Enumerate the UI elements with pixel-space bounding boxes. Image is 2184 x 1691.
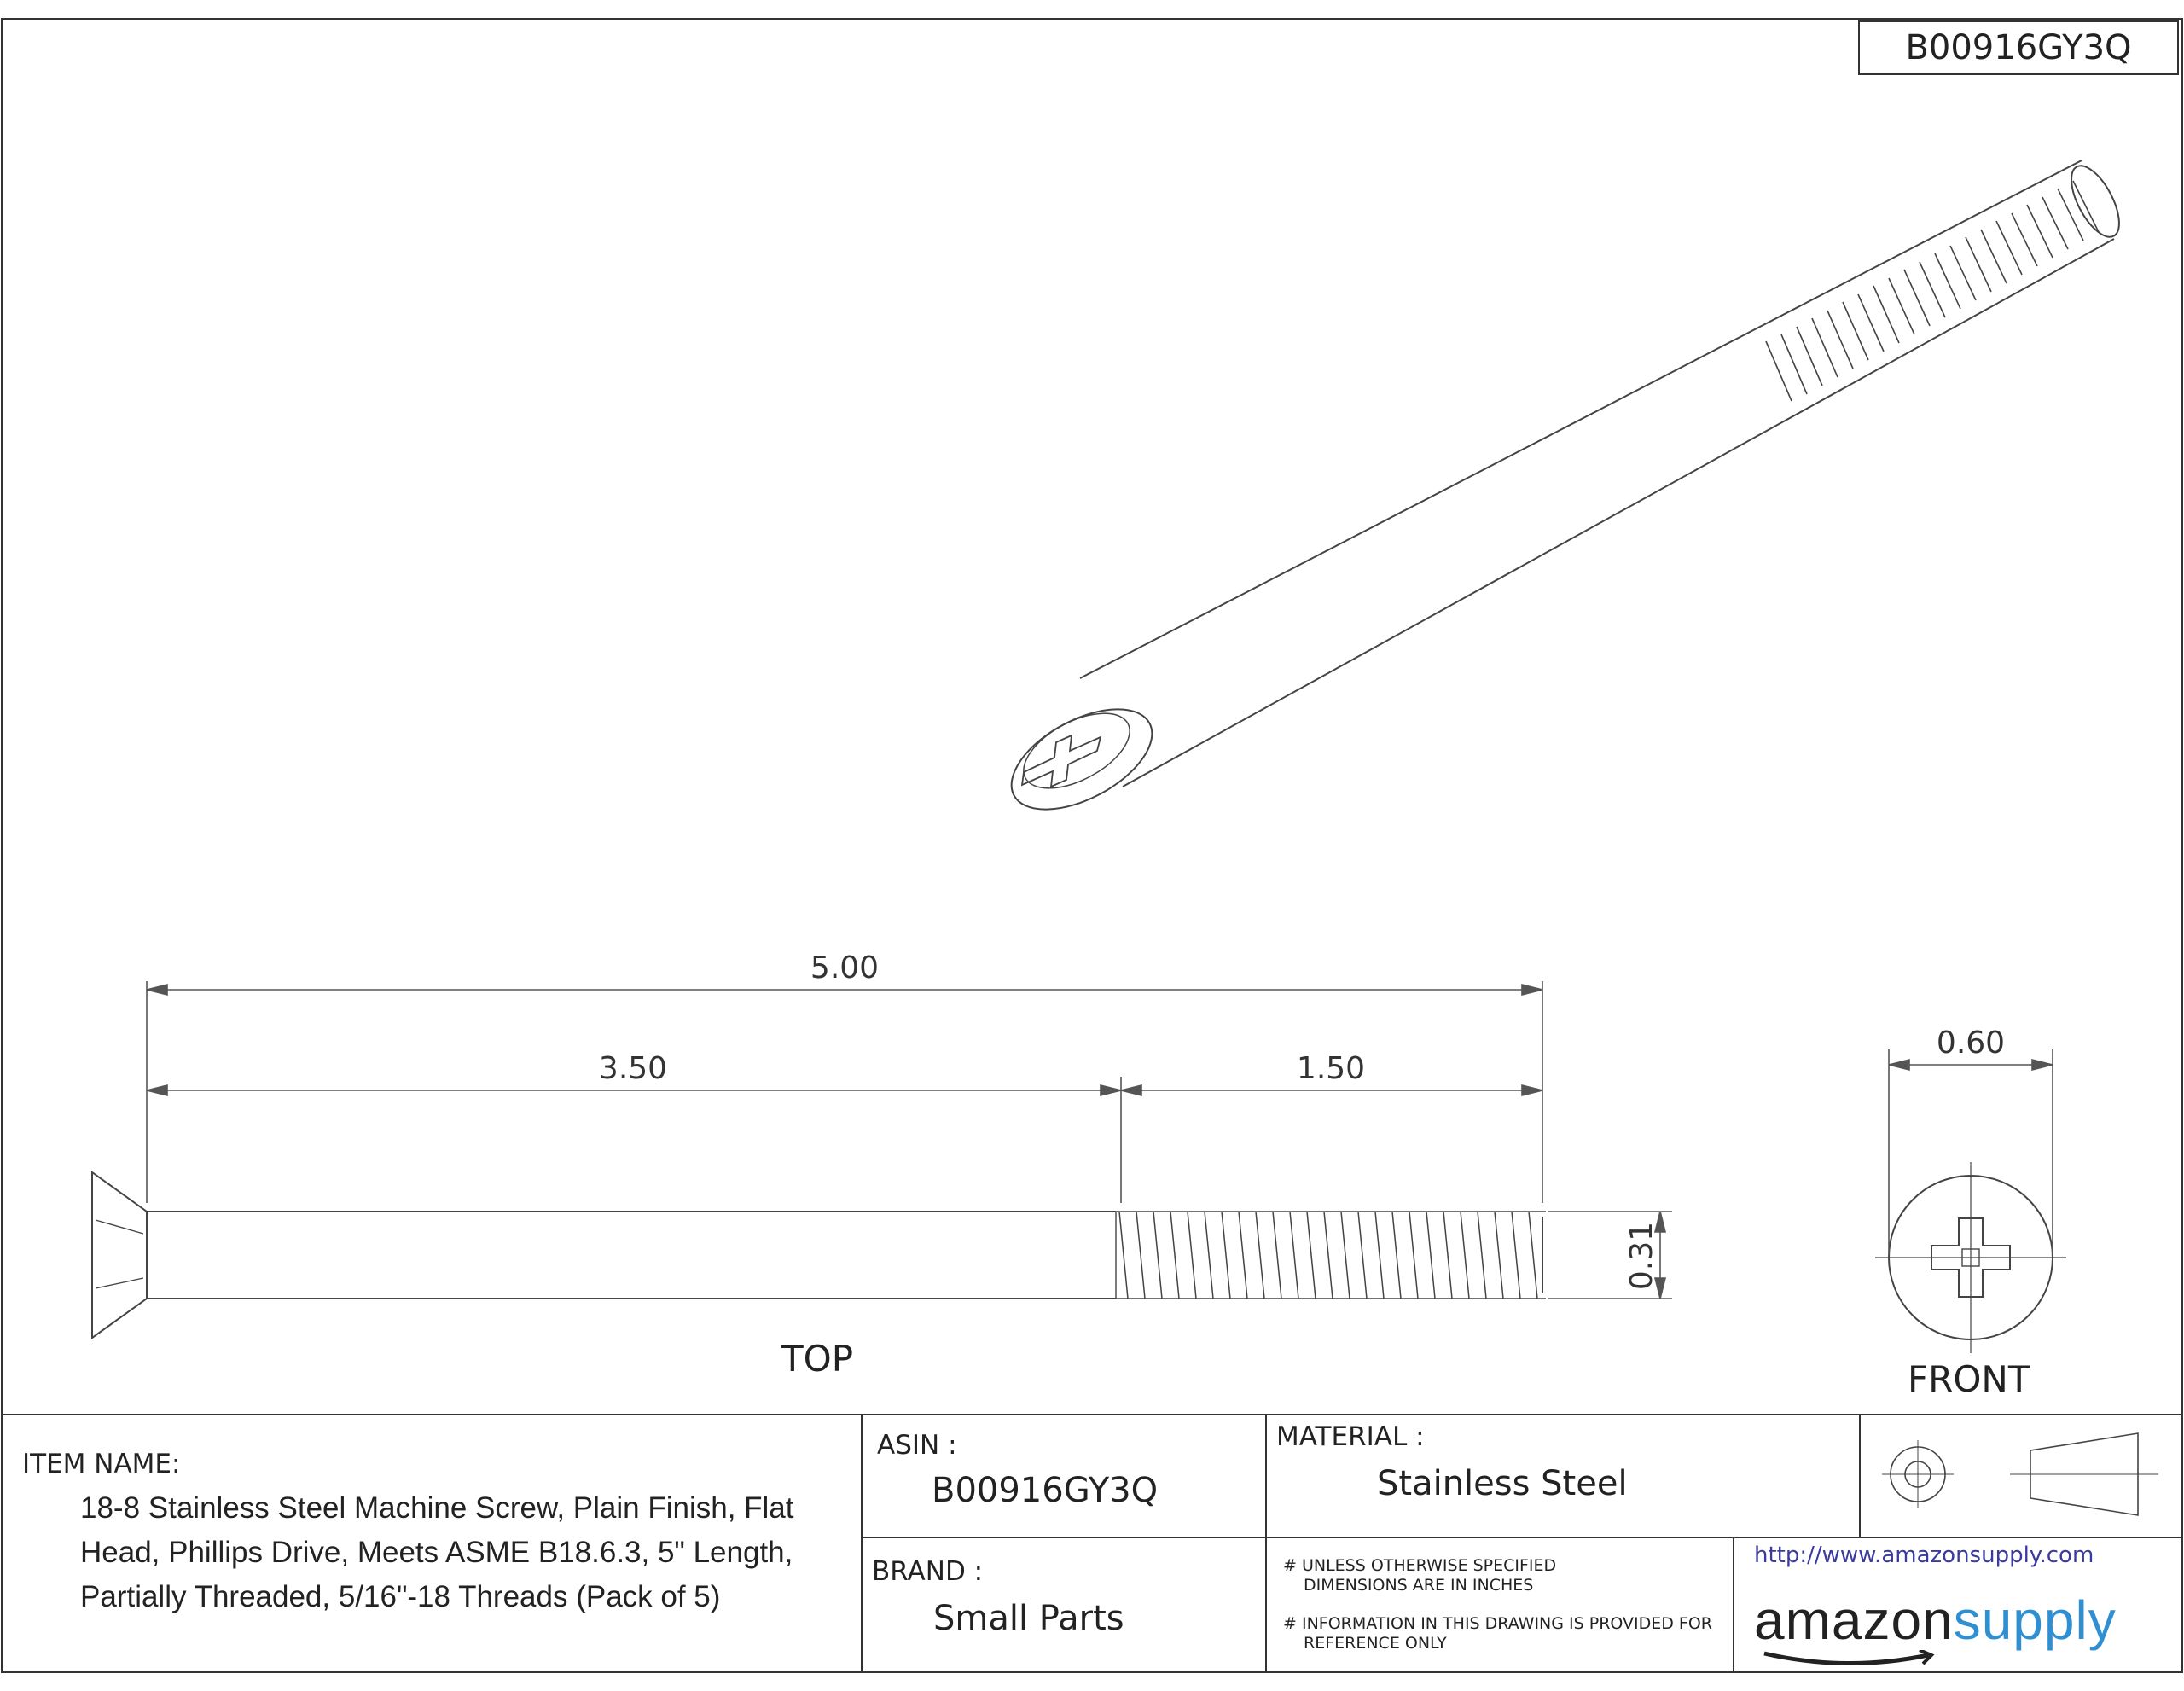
brand-label: BRAND : <box>872 1556 984 1587</box>
header-asin-box: B00916GY3Q <box>1858 20 2179 75</box>
top-view-label: TOP <box>781 1338 854 1380</box>
note-units-line1: # UNLESS OTHERWISE SPECIFIED <box>1283 1556 1557 1575</box>
front-view <box>1875 1162 2066 1353</box>
logo-word-amazon: amazon <box>1754 1589 1954 1651</box>
asin-label: ASIN : <box>877 1430 957 1461</box>
note-reference-line2: REFERENCE ONLY <box>1304 1634 1447 1653</box>
logo-word-supply: supply <box>1953 1589 2117 1651</box>
note-reference-line1: # INFORMATION IN THIS DRAWING IS PROVIDE… <box>1283 1614 1713 1633</box>
dim-head-diameter: 0.60 <box>1937 1026 2005 1061</box>
amazon-smile-icon <box>1763 1650 1935 1665</box>
top-thread-lines <box>1116 1211 1546 1299</box>
sheet-border <box>1 18 2183 1673</box>
top-view <box>91 1171 1546 1339</box>
dim-thread-length: 1.50 <box>1297 1051 1365 1086</box>
front-view-dimensions <box>1888 1049 2053 1254</box>
material-value: Stainless Steel <box>1377 1464 1628 1503</box>
item-name-value: 18-8 Stainless Steel Machine Screw, Plai… <box>80 1491 794 1613</box>
third-angle-projection-symbol <box>1882 1432 2158 1516</box>
item-name-label: ITEM NAME: <box>22 1449 181 1479</box>
top-view-dimensions <box>146 981 1672 1299</box>
brand-value: Small Parts <box>933 1599 1124 1638</box>
dim-overall-length: 5.00 <box>810 950 879 985</box>
front-view-label: FRONT <box>1908 1358 2030 1400</box>
isometric-thread-lines <box>1765 180 2100 402</box>
amazonsupply-logo: amazonsupply <box>1754 1589 2164 1674</box>
note-units-line2: DIMENSIONS ARE IN INCHES <box>1304 1576 1534 1595</box>
website-link[interactable]: http://www.amazonsupply.com <box>1754 1543 2094 1568</box>
title-block-grid <box>2 1414 2182 1672</box>
dim-shank-length: 3.50 <box>599 1051 667 1086</box>
asin-value: B00916GY3Q <box>932 1471 1159 1510</box>
dim-diameter: 0.31 <box>1624 1222 1659 1290</box>
isometric-screw-view <box>1010 160 2120 811</box>
material-label: MATERIAL : <box>1276 1421 1425 1452</box>
